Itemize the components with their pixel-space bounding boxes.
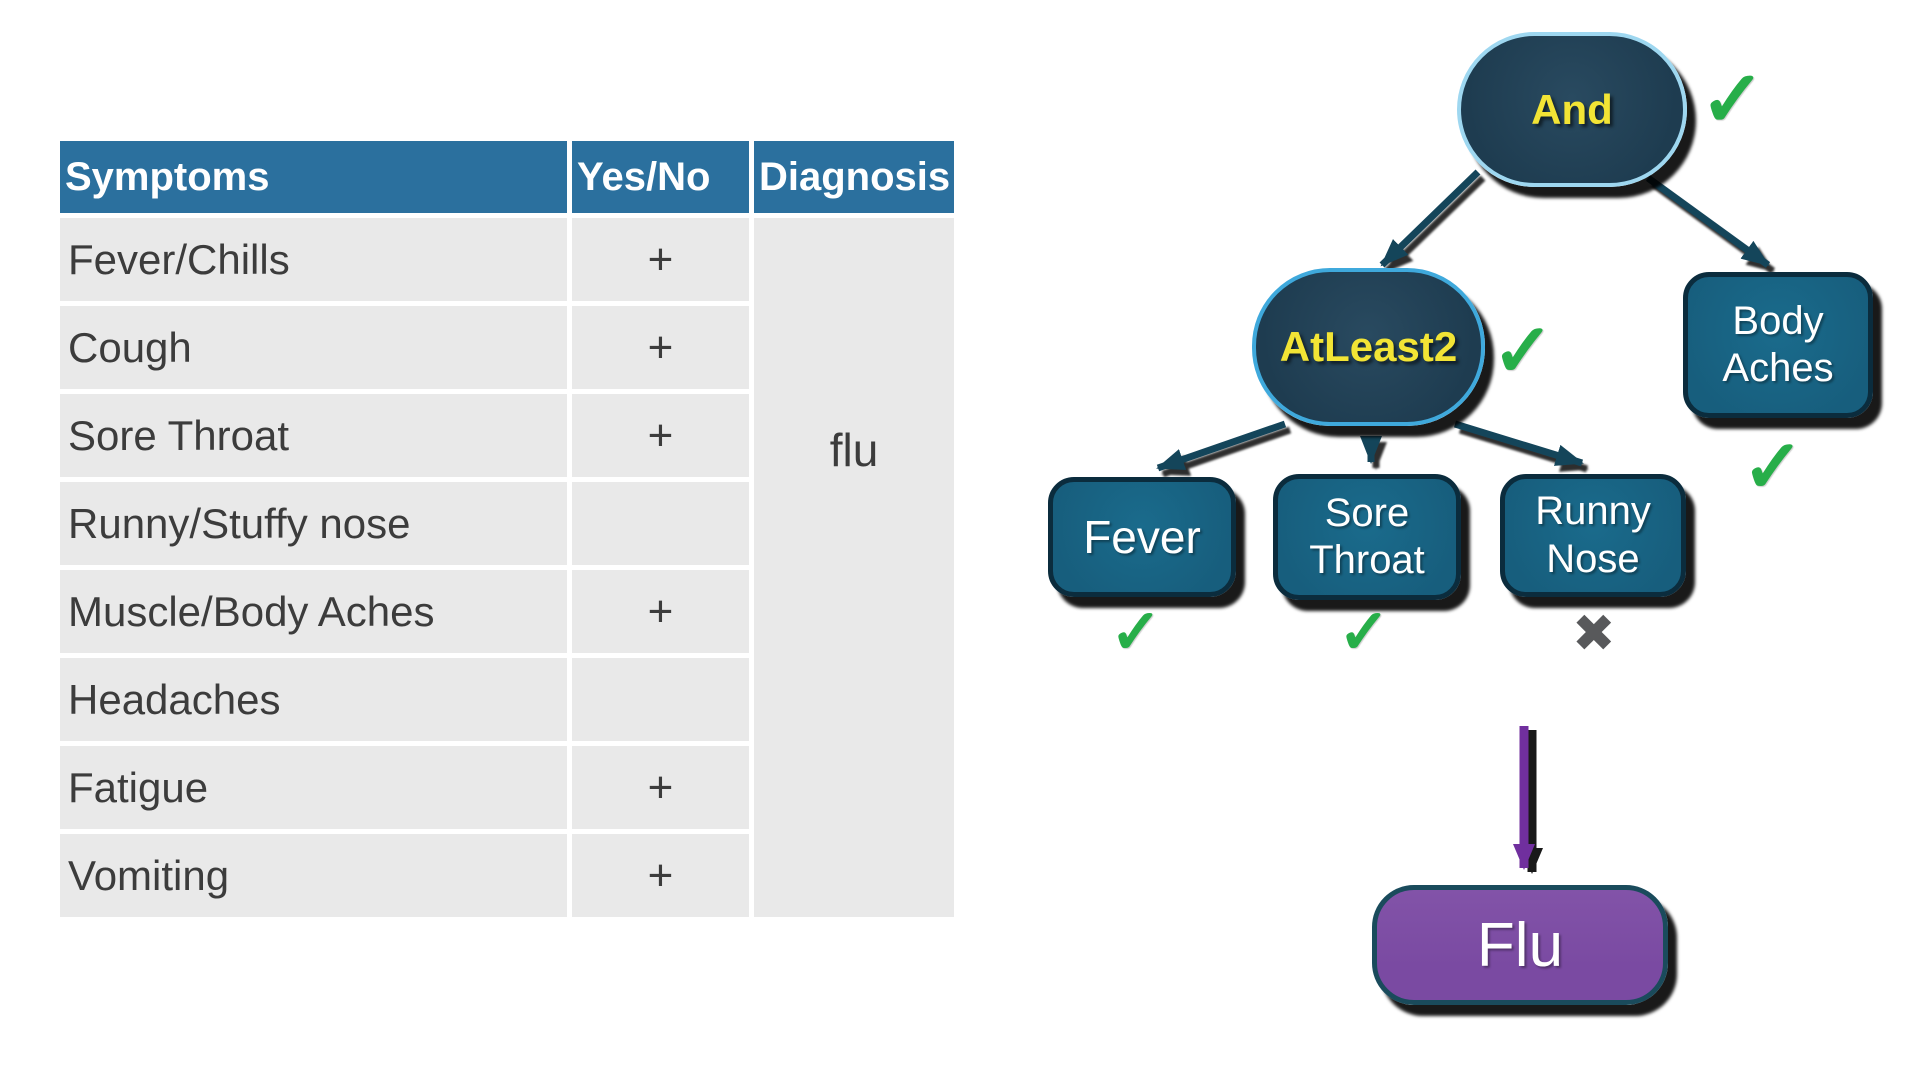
diagnosis-cell: flu [754, 218, 954, 917]
table-header-symptoms: Symptoms [60, 141, 567, 213]
tree-node-fever-label: Fever [1083, 510, 1201, 563]
tree-node-body-aches-label: Body Aches [1722, 298, 1834, 390]
table-row-symptom: Fatigue [60, 746, 567, 829]
symptom-table: Symptoms Yes/No Diagnosis flu Fever/Chil… [60, 141, 954, 917]
check-icon-sore-throat: ✓ [1338, 598, 1390, 667]
cross-icon-runny-nose: ✖ [1572, 605, 1616, 663]
edge-and-to-body-aches [1645, 175, 1771, 268]
check-icon-atleast2: ✓ [1492, 309, 1555, 392]
table-header-diagnosis: Diagnosis [754, 141, 954, 213]
table-row-symptom: Cough [60, 306, 567, 389]
table-row-value [572, 482, 749, 565]
tree-node-sore-throat-label: Sore Throat [1309, 490, 1425, 582]
table-row-symptom: Muscle/Body Aches [60, 570, 567, 653]
tree-node-flu: Flu [1372, 885, 1668, 1005]
tree-node-runny-nose-label: Runny Nose [1535, 489, 1651, 581]
table-row-value: + [572, 746, 749, 829]
table-row-value: + [572, 218, 749, 301]
check-icon-fever: ✓ [1110, 598, 1162, 667]
tree-node-sore-throat: Sore Throat [1273, 474, 1461, 600]
tree-node-and-label: And [1531, 85, 1613, 133]
tree-node-runny-nose: Runny Nose [1500, 474, 1686, 597]
table-row-symptom: Runny/Stuffy nose [60, 482, 567, 565]
tree-node-atleast2-label: AtLeast2 [1279, 323, 1458, 370]
edge-atleast2-to-fever [1156, 420, 1287, 472]
tree-node-flu-label: Flu [1476, 910, 1564, 980]
table-row-symptom: Headaches [60, 658, 567, 741]
check-icon-body-aches: ✓ [1742, 425, 1805, 508]
table-row-value: + [572, 570, 749, 653]
check-icon-and: ✓ [1700, 55, 1766, 143]
table-row-symptom: Fever/Chills [60, 218, 567, 301]
table-row-value: + [572, 834, 749, 917]
table-row-value: + [572, 306, 749, 389]
tree-node-fever: Fever [1048, 477, 1236, 597]
edge-and-to-atleast2 [1379, 169, 1481, 268]
table-row-value [572, 658, 749, 741]
table-row-symptom: Vomiting [60, 834, 567, 917]
table-header-yes-no: Yes/No [572, 141, 749, 213]
tree-node-atleast2: AtLeast2 [1252, 268, 1485, 426]
tree-node-and: And [1457, 32, 1687, 187]
tree-node-body-aches: Body Aches [1683, 272, 1873, 418]
table-row-symptom: Sore Throat [60, 394, 567, 477]
edge-atleast2-to-runny-nose [1453, 420, 1584, 467]
table-row-value: + [572, 394, 749, 477]
